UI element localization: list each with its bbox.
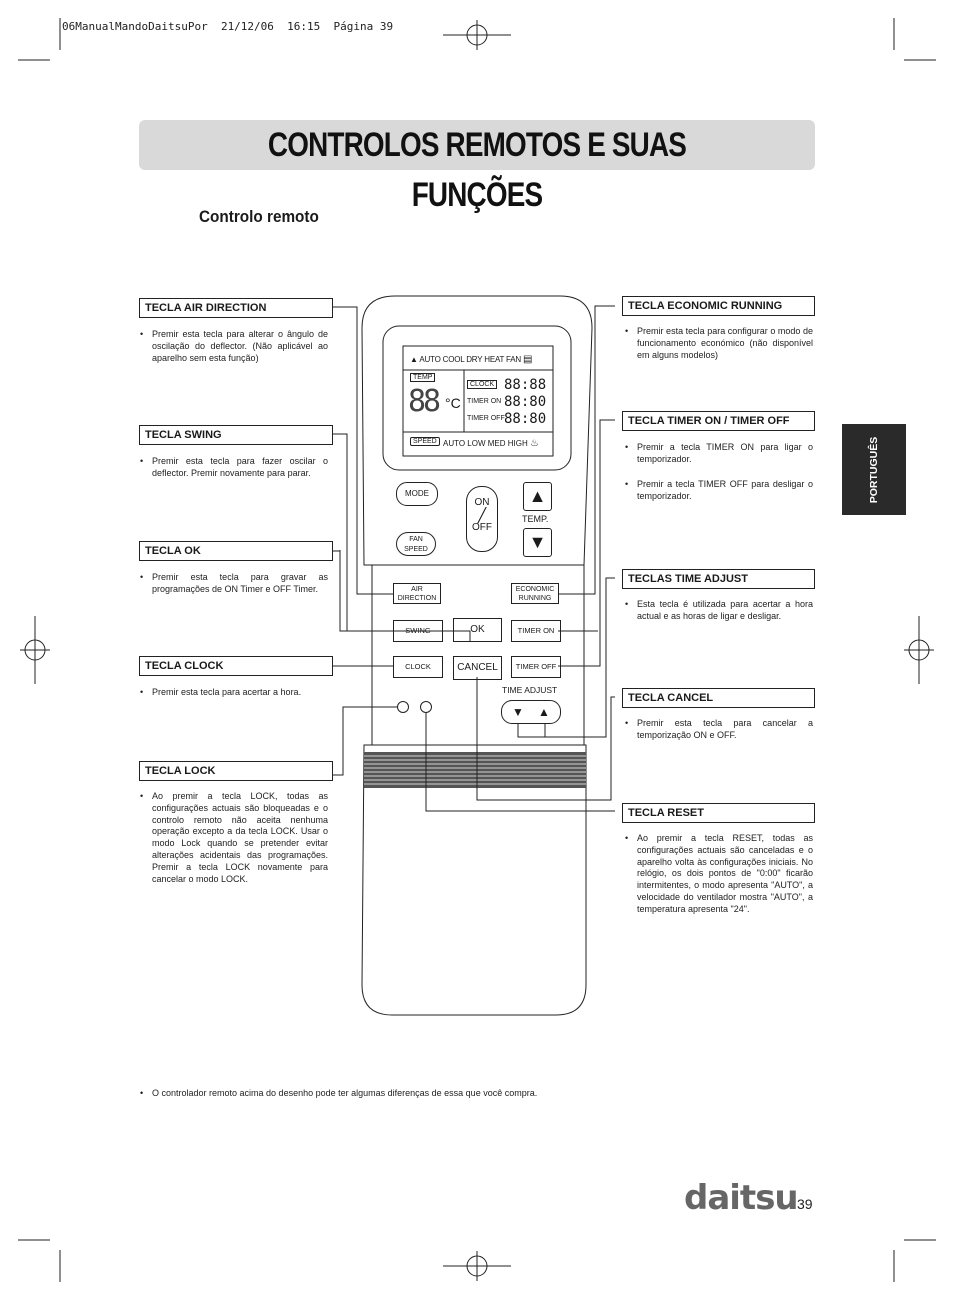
lcd-timer-on-digits: 88:80: [504, 394, 547, 410]
lcd-mode-list: ▲ AUTO COOL DRY HEAT FAN ▤: [410, 354, 533, 365]
clock-button[interactable]: CLOCK: [393, 656, 443, 678]
callout-economic-desc: •Premir esta tecla para configurar o mod…: [625, 326, 813, 360]
lock-button[interactable]: [397, 701, 409, 713]
cancel-button[interactable]: CANCEL: [453, 656, 502, 680]
callout-cancel-label: TECLA CANCEL: [622, 688, 815, 708]
callout-timer-desc-on: •Premir a tecla TIMER ON para ligar o te…: [625, 442, 813, 464]
timer-on-button[interactable]: TIMER ON: [511, 620, 561, 642]
lcd-clock-tag: CLOCK: [467, 380, 498, 389]
callout-ok-label: TECLA OK: [139, 541, 333, 561]
air-direction-label-1: AIR: [411, 586, 423, 593]
economic-label-1: ECONOMIC: [515, 586, 555, 593]
leader-lines: [333, 305, 615, 812]
temp-label: TEMP.: [522, 514, 549, 524]
callout-swing-label: TECLA SWING: [139, 425, 333, 445]
lcd-speed-modes: AUTO LOW MED HIGH ♨: [443, 438, 539, 449]
timer-off-button[interactable]: TIMER OFF: [511, 656, 561, 678]
callout-economic-label: TECLA ECONOMIC RUNNING: [622, 296, 815, 316]
callout-swing-desc: •Premir esta tecla para fazer oscilar o …: [140, 456, 328, 478]
callout-lock-desc: •Ao premir a tecla LOCK, todas as config…: [140, 791, 328, 884]
callout-air-direction-desc: •Premir esta tecla para alterar o ângulo…: [140, 329, 328, 363]
lcd-timer-off-digits: 88:80: [504, 411, 547, 427]
lcd-temp-unit: °C: [445, 395, 461, 411]
ir-window: [364, 752, 586, 788]
on-off-button[interactable]: ON ╱ OFF: [466, 486, 498, 552]
footnote-bullet: •: [140, 1088, 144, 1098]
off-label: OFF: [472, 522, 492, 533]
page-number: 39: [797, 1196, 813, 1212]
remote-control: [361, 295, 593, 1016]
print-header: 06ManualMandoDaitsuPor 21/12/06 16:15 Pá…: [62, 20, 394, 33]
language-tab: PORTUGUÊS: [842, 424, 906, 515]
swing-button[interactable]: SWING: [393, 620, 443, 642]
callout-cancel-desc: •Premir esta tecla para cancelar a tempo…: [625, 718, 813, 740]
time-up-icon[interactable]: ▲: [538, 705, 550, 719]
fan-speed-icon: ♨: [529, 438, 539, 449]
economic-label-2: RUNNING: [518, 595, 552, 602]
callout-reset-label: TECLA RESET: [622, 803, 815, 823]
callout-reset-desc: •Ao premir a tecla RESET, todas as confi…: [625, 833, 813, 914]
lcd-clock-digits: 88:88: [504, 377, 547, 393]
brand-logo: daitsu: [684, 1178, 799, 1218]
time-adjust-button[interactable]: ▼ ▲: [501, 700, 561, 724]
time-adjust-label: TIME ADJUST: [502, 685, 558, 695]
air-direction-button[interactable]: AIR DIRECTION: [393, 583, 441, 604]
slash-divider: ╱: [477, 507, 487, 523]
callout-time-adjust-desc: •Esta tecla é utilizada para acertar a h…: [625, 599, 813, 621]
fan-speed-label-2: SPEED: [404, 546, 428, 553]
reset-button[interactable]: [420, 701, 432, 713]
ok-button[interactable]: OK: [453, 618, 502, 642]
fan-speed-label-1: FAN: [409, 536, 423, 543]
ir-window-lines: [364, 755, 586, 785]
fan-speed-button[interactable]: FAN SPEED: [396, 532, 436, 556]
temp-up-button[interactable]: ▲: [523, 482, 552, 511]
lcd-temp-tag: TEMP: [410, 373, 436, 382]
air-direction-label-2: DIRECTION: [397, 595, 437, 602]
section-subtitle: Controlo remoto: [199, 207, 319, 226]
time-down-icon[interactable]: ▼: [512, 705, 524, 719]
callout-timer-desc-off: •Premir a tecla TIMER OFF para desligar …: [625, 479, 813, 501]
up-triangle-icon: ▲: [528, 486, 547, 506]
on-label: ON: [474, 497, 490, 508]
economic-running-button[interactable]: ECONOMIC RUNNING: [511, 583, 559, 604]
callout-clock-label: TECLA CLOCK: [139, 656, 333, 676]
lcd-speed-tag: SPEED: [410, 437, 440, 446]
lcd-timer-on-tag: TIMER ON: [467, 398, 502, 405]
down-triangle-icon: ▼: [528, 532, 547, 552]
footnote: O controlador remoto acima do desenho po…: [152, 1088, 538, 1098]
title-bar: [139, 120, 815, 170]
callout-time-adjust-label: TECLAS TIME ADJUST: [622, 569, 815, 589]
mode-button[interactable]: MODE: [396, 482, 438, 506]
callout-lock-label: TECLA LOCK: [139, 761, 333, 781]
fan-mode-icon: ▤: [523, 354, 533, 365]
callout-air-direction-label: TECLA AIR DIRECTION: [139, 298, 333, 318]
callout-ok-desc: •Premir esta tecla para gravar as progra…: [140, 572, 328, 594]
temp-down-button[interactable]: ▼: [523, 528, 552, 557]
lcd-temp-digits: 88: [408, 384, 441, 419]
page-title: CONTROLOS REMOTOS E SUAS FUNÇÕES: [267, 126, 687, 214]
lcd-timer-off-tag: TIMER OFF: [467, 415, 505, 422]
crop-marks: [18, 18, 936, 1282]
callout-timer-label: TECLA TIMER ON / TIMER OFF: [622, 411, 815, 431]
callout-clock-desc: •Premir esta tecla para acertar a hora.: [140, 687, 302, 697]
